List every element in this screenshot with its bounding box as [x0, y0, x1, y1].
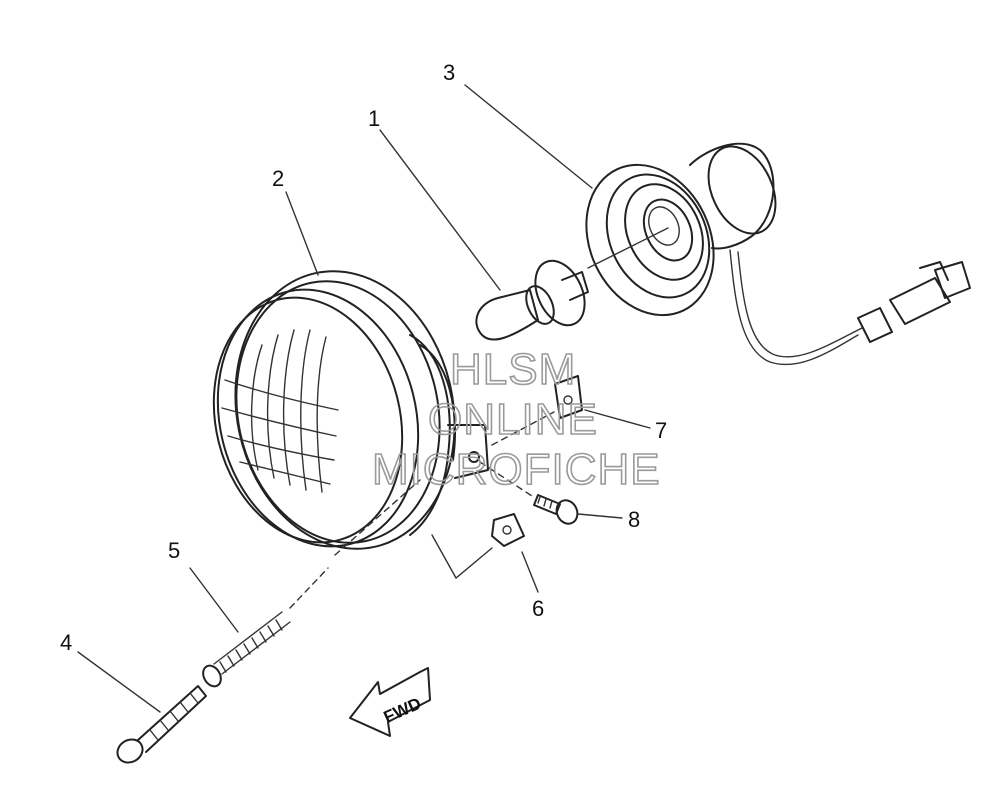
fwd-label: FWD	[381, 694, 424, 727]
watermark-line-2: ONLINE	[428, 395, 598, 444]
callout-8: 8	[628, 507, 640, 532]
mounting-screw	[479, 461, 579, 525]
watermark-line-1: HLSM	[450, 345, 576, 394]
callout-3: 3	[443, 60, 455, 85]
headlight-unit	[212, 270, 489, 556]
bulb	[475, 259, 589, 341]
callout-7: 7	[655, 418, 667, 443]
nut	[431, 513, 525, 580]
watermark-line-3: MICROFICHE	[372, 445, 661, 494]
callout-labels: 1 2 3 4 5 6 7 8	[60, 60, 667, 655]
socket-assembly	[585, 142, 971, 366]
callout-5: 5	[168, 538, 180, 563]
spring	[202, 567, 329, 688]
clip	[491, 375, 583, 446]
callout-6: 6	[532, 596, 544, 621]
callout-2: 2	[272, 166, 284, 191]
watermark: HLSM ONLINE MICROFICHE	[371, 344, 661, 495]
adjusting-screw	[116, 685, 207, 764]
leader-lines	[77, 84, 669, 713]
callout-4: 4	[60, 630, 72, 655]
fwd-arrow: FWD	[349, 667, 431, 737]
callout-1: 1	[368, 106, 380, 131]
